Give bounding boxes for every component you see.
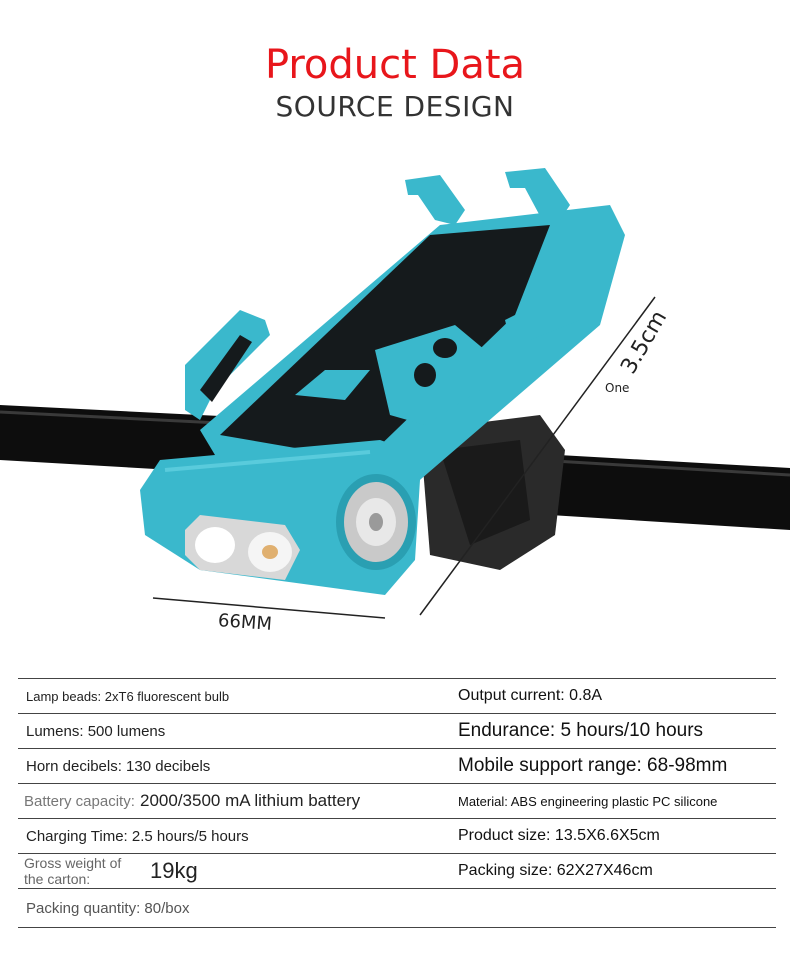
- width-dimension-line: [152, 597, 386, 619]
- spec-material: Material: ABS engineering plastic PC sil…: [458, 793, 718, 809]
- spec-row: Gross weight of the carton: 19kg Packing…: [18, 853, 776, 888]
- spec-mobile-support-range: Mobile support range: 68-98mm: [458, 755, 728, 776]
- spec-product-size: Product size: 13.5X6.6X5cm: [458, 827, 660, 844]
- top-clip-left: [405, 175, 465, 225]
- grip-pad: [220, 225, 550, 460]
- spec-gross-weight-label: Gross weight of the carton:: [24, 855, 122, 887]
- side-clip-right: [505, 295, 585, 340]
- spec-battery-label: Battery capacity:: [24, 792, 135, 810]
- spec-lamp-beads: Lamp beads: 2xT6 fluorescent bulb: [26, 688, 230, 704]
- spec-row: Packing quantity: 80/box: [18, 888, 776, 928]
- spec-battery-value: 2000/3500 mA lithium battery: [138, 791, 361, 811]
- spec-row: Horn decibels: 130 decibels Mobile suppo…: [18, 748, 776, 783]
- spec-charging-time: Charging Time: 2.5 hours/5 hours: [26, 827, 249, 845]
- spec-row: Battery capacity: 2000/3500 mA lithium b…: [18, 783, 776, 818]
- spec-row: Lamp beads: 2xT6 fluorescent bulb Output…: [18, 678, 776, 713]
- center-button: [295, 370, 370, 400]
- spec-row: Lumens: 500 lumens Endurance: 5 hours/10…: [18, 713, 776, 748]
- spec-table: Lamp beads: 2xT6 fluorescent bulb Output…: [18, 678, 776, 928]
- spec-packing-size: Packing size: 62X27X46cm: [458, 862, 653, 879]
- small-dimension-label: One: [605, 381, 630, 395]
- width-dimension-label: 66MM: [217, 610, 273, 635]
- spec-endurance: Endurance: 5 hours/10 hours: [458, 720, 704, 741]
- spec-row: Charging Time: 2.5 hours/5 hours Product…: [18, 818, 776, 853]
- spec-gross-weight-value: 19kg: [150, 858, 198, 883]
- spec-output-current: Output current: 0.8A: [458, 687, 603, 704]
- height-dimension-line: [419, 296, 656, 616]
- top-clip-right: [505, 168, 570, 220]
- page-title: Product Data: [264, 42, 526, 88]
- spec-horn-decibels: Horn decibels: 130 decibels: [26, 757, 211, 775]
- spec-lumens: Lumens: 500 lumens: [26, 722, 166, 740]
- spec-packing-quantity: Packing quantity: 80/box: [26, 899, 190, 917]
- product-illustration: [0, 168, 790, 619]
- page-subtitle: SOURCE DESIGN: [275, 90, 515, 123]
